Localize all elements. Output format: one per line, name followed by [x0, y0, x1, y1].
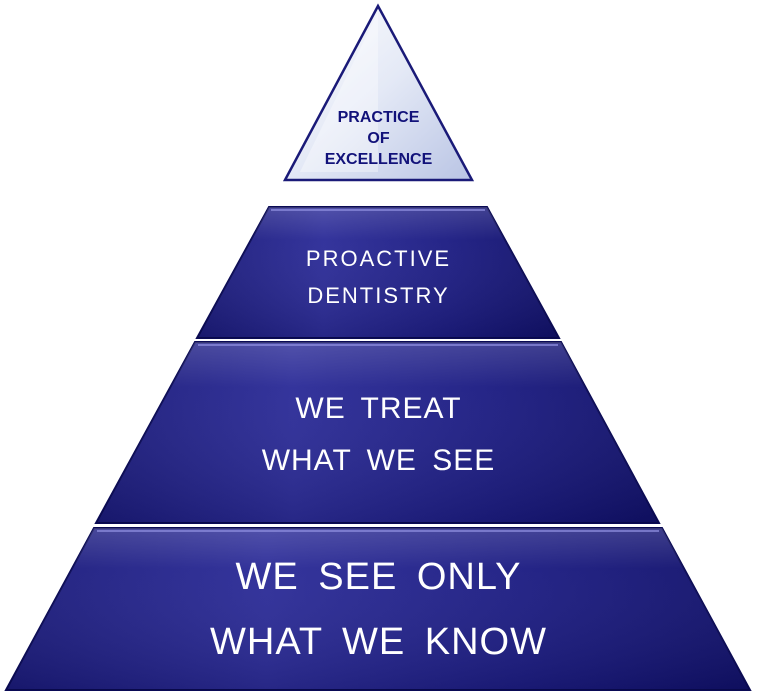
- tier-3-label-line-2: WHAT WE SEE: [261, 444, 496, 477]
- tier-2-label-line-1: PROACTIVE: [305, 246, 452, 271]
- tier-4-label: WE SEE ONLY WHAT WE KNOW: [0, 545, 757, 675]
- apex-label-line-2: OF: [367, 130, 390, 147]
- tier-2-shade: [197, 207, 559, 338]
- apex-label-line-3: EXCELLENCE: [324, 151, 433, 168]
- tier-3-label: WE TREAT WHAT WE SEE: [0, 383, 757, 487]
- tier-4-shade: [6, 528, 750, 690]
- tier-2-label: PROACTIVE DENTISTRY: [0, 240, 757, 314]
- apex-highlight: [300, 12, 378, 172]
- apex-label-line-1: PRACTICE: [337, 109, 420, 126]
- tier-3-shade: [96, 342, 659, 523]
- tier-4-label-line-1: WE SEE ONLY: [235, 556, 522, 598]
- apex-label: PRACTICE OF EXCELLENCE: [0, 107, 757, 170]
- tier-4-label-line-2: WHAT WE KNOW: [210, 621, 547, 663]
- tier-2-label-line-2: DENTISTRY: [307, 283, 450, 308]
- pyramid-apex: [282, 3, 475, 182]
- tier-3-label-line-1: WE TREAT: [295, 392, 462, 425]
